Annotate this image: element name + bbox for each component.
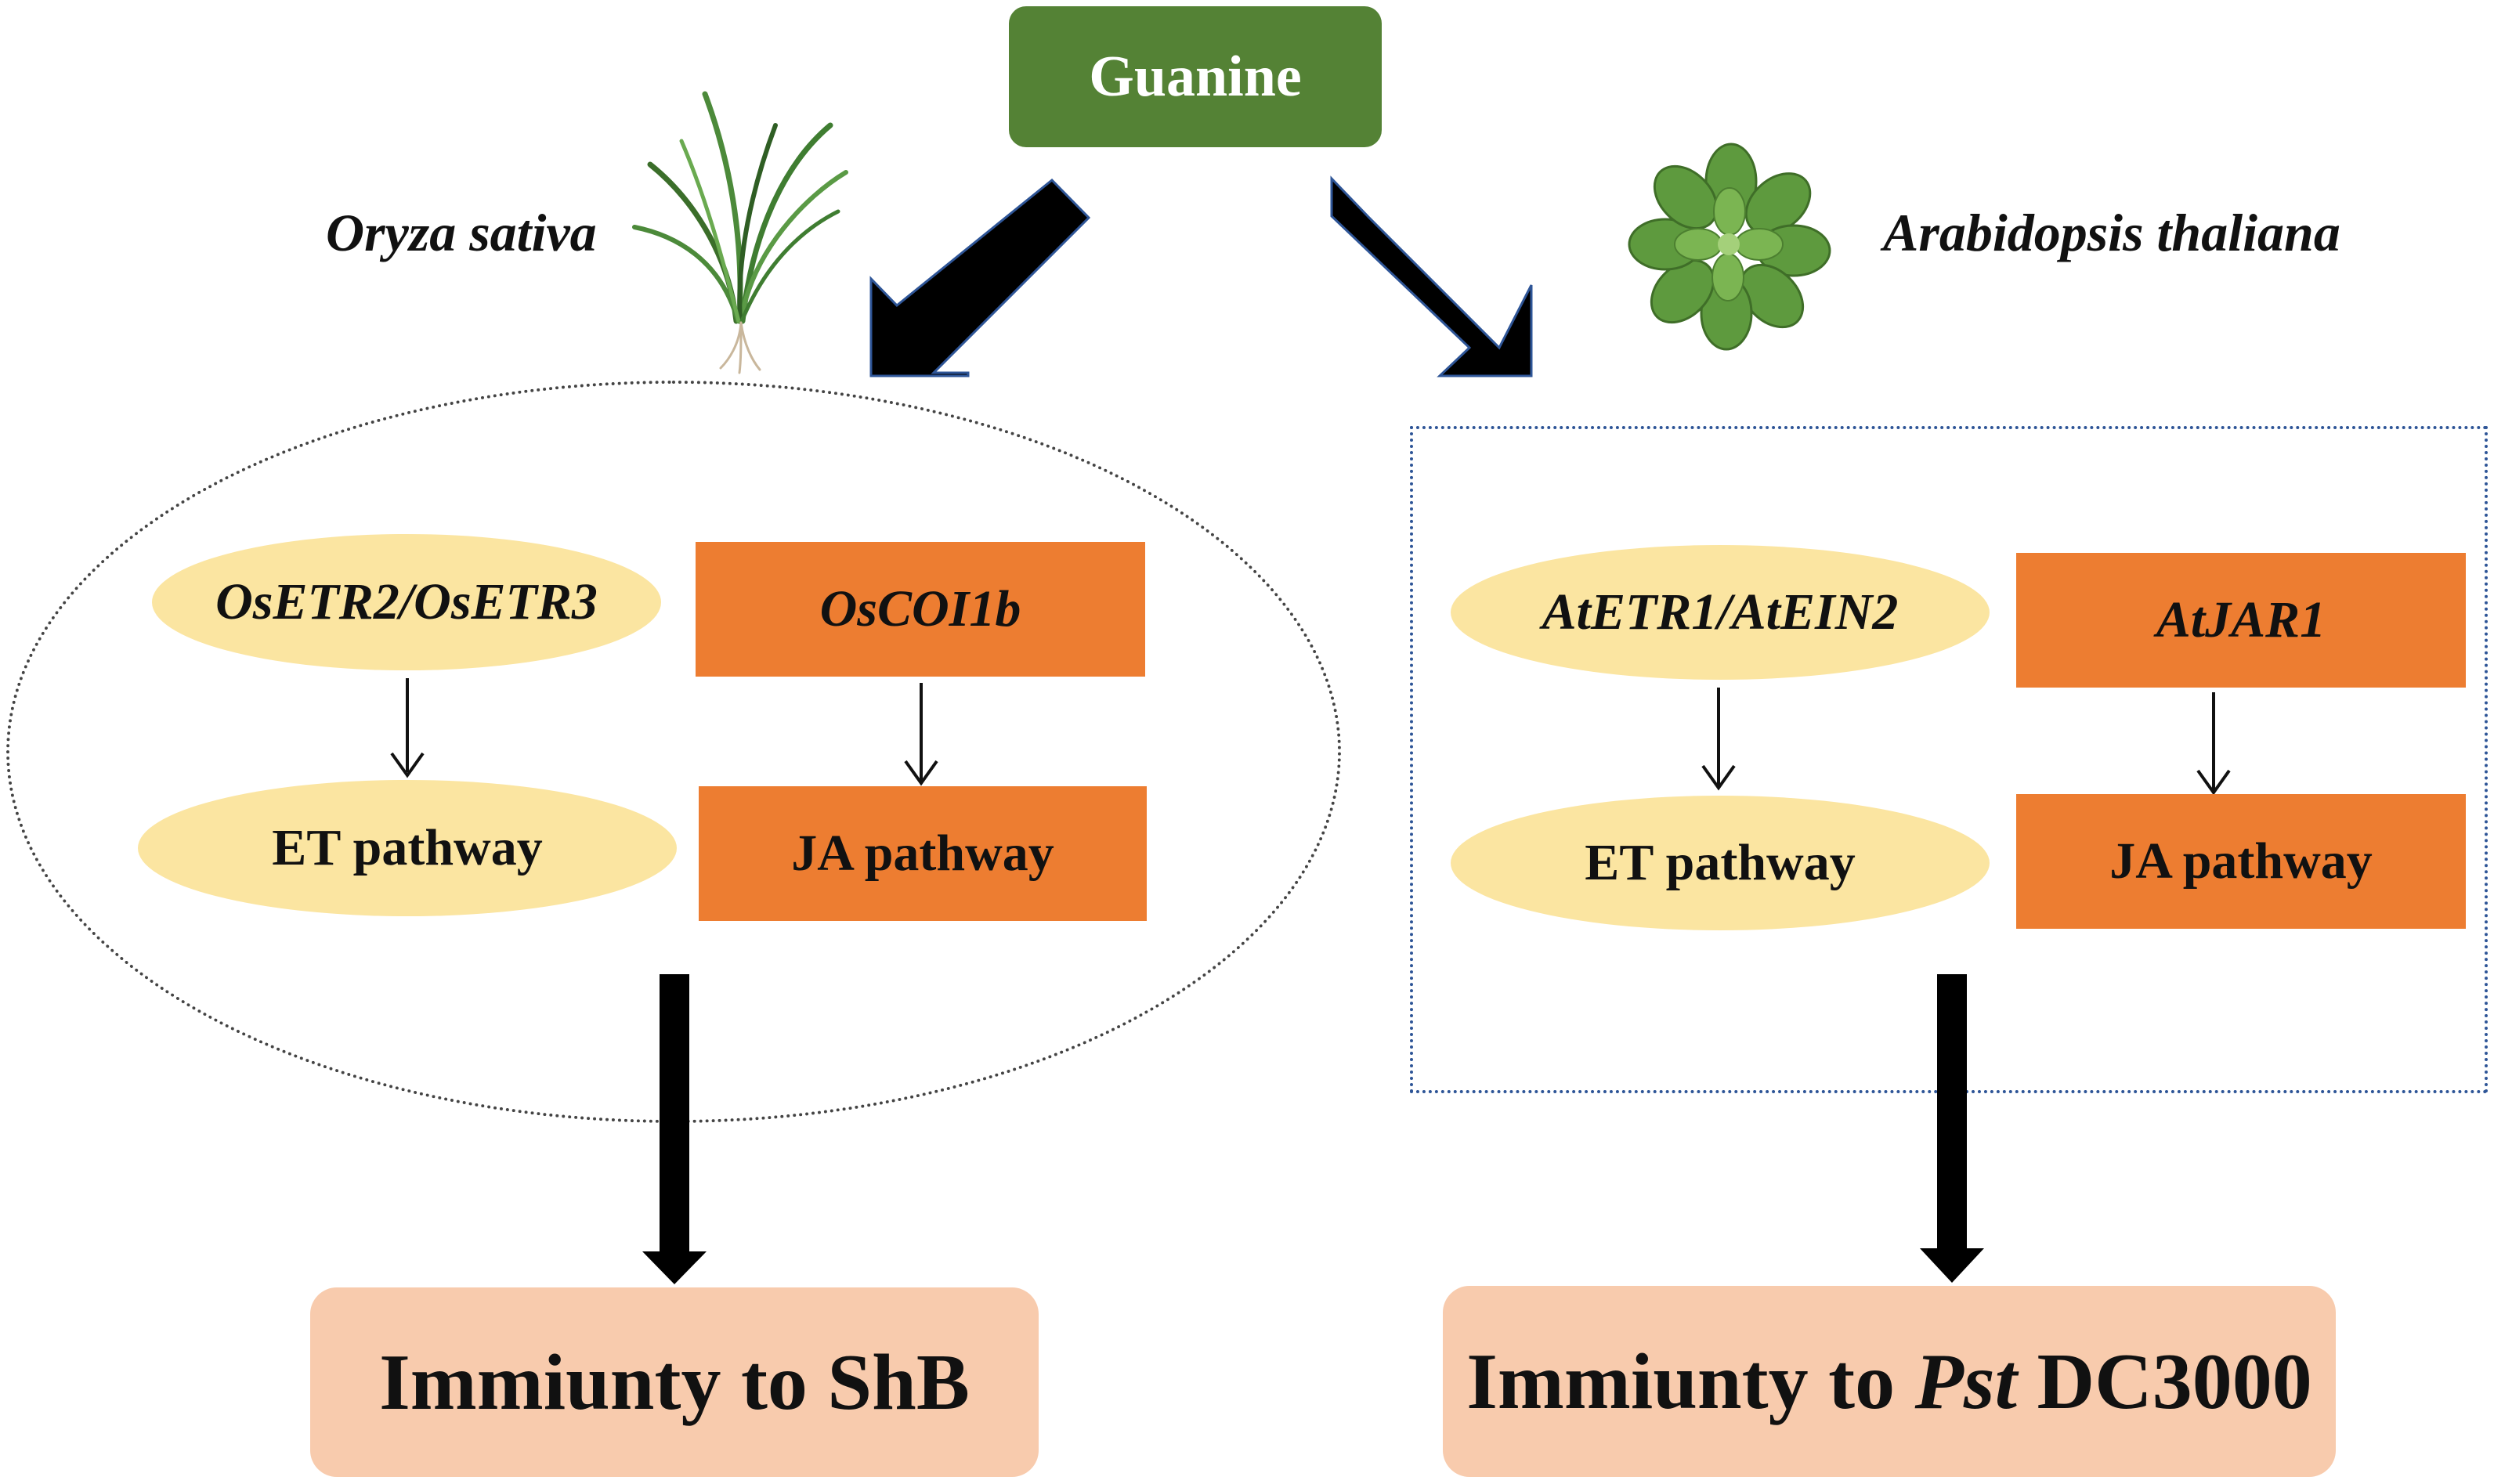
rice-outcome-label: Immiunty to ShB [379,1338,970,1427]
rice-ja-pathway-node: JA pathway [699,786,1147,921]
arab-receptor-label: AtETR1/AtEIN2 [1542,583,1899,641]
arab-et-pathway-label: ET pathway [1585,834,1856,891]
arrow-to-rice [869,178,1091,377]
arabidopsis-species-label: Arabidopsis thaliana [1883,203,2340,262]
rice-et-arrow [390,678,425,778]
arab-ja-pathway-node: JA pathway [2016,794,2466,929]
arab-jasmonate-gene-node: AtJAR1 [2016,553,2466,688]
arab-ja-pathway-label: JA pathway [2109,832,2373,890]
guanine-node: Guanine [1009,6,1382,147]
arab-outcome-box: Immiunty to Pst DC3000 [1443,1286,2336,1477]
rice-plant-icon [632,91,848,374]
arabidopsis-rosette-icon [1628,143,1831,351]
arab-ja-arrow [2196,692,2231,796]
arrow-to-arabidopsis [1330,175,1533,377]
rice-receptor-label: OsETR2/OsETR3 [215,573,598,630]
rice-jasmonate-gene-node: OsCOI1b [696,542,1145,677]
arab-outcome-arrow [1920,974,1984,1283]
rice-ja-pathway-label: JA pathway [791,825,1054,882]
rice-et-pathway-node: ET pathway [138,780,677,916]
arab-outcome-strain: DC3000 [2037,1337,2312,1426]
arab-receptor-node: AtETR1/AtEIN2 [1451,545,1990,680]
arab-et-arrow [1701,688,1736,791]
rice-receptor-node: OsETR2/OsETR3 [152,534,661,670]
arab-outcome-prefix: Immiunty to [1466,1337,1896,1426]
arab-et-pathway-node: ET pathway [1451,796,1990,930]
rice-species-label: Oryza sativa [326,203,597,262]
arab-jasmonate-gene-label: AtJAR1 [2156,591,2326,648]
arab-outcome-pathogen: Pst [1914,1337,2017,1426]
rice-outcome-box: Immiunty to ShB [310,1287,1039,1477]
rice-outcome-arrow [642,974,707,1284]
rice-ja-arrow [904,683,938,786]
rice-et-pathway-label: ET pathway [272,819,543,876]
guanine-label: Guanine [1089,44,1302,109]
rice-jasmonate-gene-label: OsCOI1b [819,580,1021,637]
